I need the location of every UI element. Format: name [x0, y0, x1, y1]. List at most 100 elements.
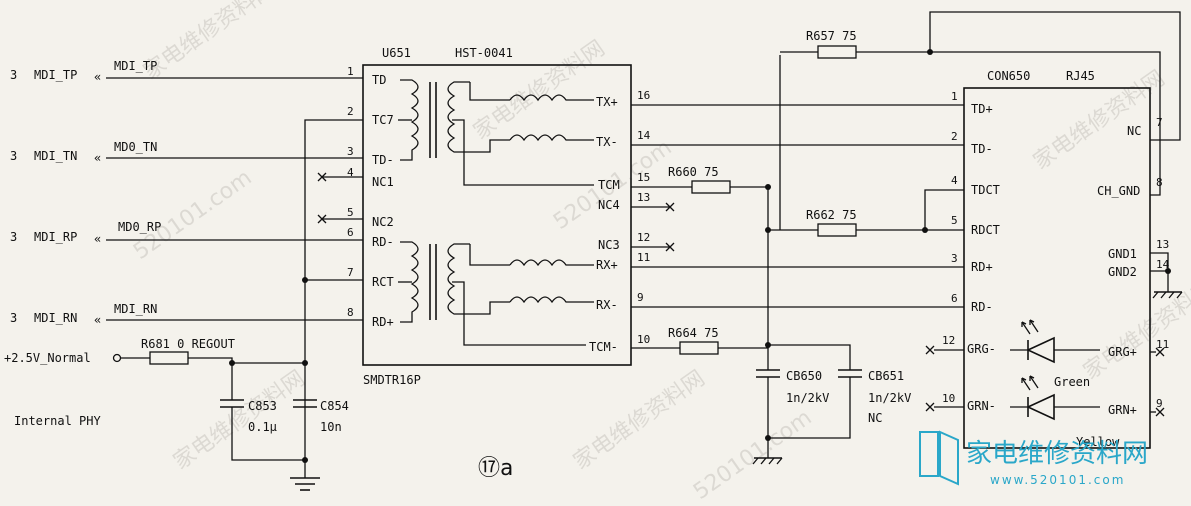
resistor-label: R662 75 — [806, 208, 857, 222]
con-pin-name: TDCT — [971, 183, 1000, 197]
u651-footer: SMDTR16P — [363, 373, 421, 387]
u651-pin-name: NC3 — [598, 238, 620, 252]
secondary-winding-bottom — [447, 243, 470, 315]
no-connect-icon — [317, 172, 327, 182]
u651-pin-name: TX+ — [596, 95, 618, 109]
u651-pin-num: 9 — [637, 291, 644, 304]
cap-note: NC — [868, 411, 882, 425]
net-label: MD0_RP — [118, 220, 161, 234]
led-icon — [1010, 319, 1100, 364]
u651-pin-name: RX+ — [596, 258, 618, 272]
watermark-text: 520101.com — [129, 165, 256, 265]
u651-body — [362, 64, 632, 366]
no-connect-icon — [1155, 407, 1165, 417]
cap-ref: CB650 — [786, 369, 822, 383]
cap-value: 1n/2kV — [786, 391, 829, 405]
nc-marks-left — [317, 172, 363, 224]
resistor-label: R681 0 REGOUT — [141, 337, 235, 351]
con-pin-name: CH_GND — [1097, 184, 1140, 198]
con-pin-name: TD- — [971, 142, 993, 156]
u651-pin-num: 3 — [347, 145, 354, 158]
resistor-label: R660 75 — [668, 165, 719, 179]
u651-ref: U651 — [382, 46, 411, 60]
u651-pin-name: RD+ — [372, 315, 394, 329]
led-icon — [1010, 375, 1100, 421]
con-pin-num: 11 — [1156, 338, 1169, 351]
u651-pin-num: 12 — [637, 231, 650, 244]
u651-pin-name: NC2 — [372, 215, 394, 229]
resistor-r662 — [817, 223, 857, 237]
double-arrow-icon: « — [94, 232, 101, 246]
con-pin-num: 4 — [951, 174, 958, 187]
u651-pin-num: 2 — [347, 105, 354, 118]
resistor-r664 — [679, 341, 719, 355]
resistor-label: R664 75 — [668, 326, 719, 340]
primary-winding-top — [400, 79, 419, 161]
resistor-label: R657 75 — [806, 29, 857, 43]
con-pin-name: RD+ — [971, 260, 993, 274]
net-label: MDI_TP — [114, 59, 157, 73]
con-pin-num: 10 — [942, 392, 955, 405]
supply-section: +2.5V_Normal R681 0 REGOUT Internal PHY … — [4, 337, 349, 491]
supply-label: +2.5V_Normal — [4, 351, 91, 365]
con-pin-num: 14 — [1156, 258, 1170, 271]
con-pin-num: 3 — [951, 252, 958, 265]
cap-value: 0.1μ — [248, 420, 277, 434]
watermark-text: 家电维修资料网 — [169, 366, 310, 475]
u651-pin-name: RCT — [372, 275, 394, 289]
u651-pin-num: 7 — [347, 266, 354, 279]
u651-pin-num: 1 — [347, 65, 354, 78]
u651-pin-name: RX- — [596, 298, 618, 312]
u651-pin-num: 5 — [347, 206, 354, 219]
resistor-r681 — [149, 351, 189, 365]
u651-pin-name: RD- — [372, 235, 394, 249]
con-pin-num: 2 — [951, 130, 958, 143]
port-index: 3 — [10, 311, 17, 325]
u651-part: HST-0041 — [455, 46, 513, 60]
port-index: 3 — [10, 149, 17, 163]
cap-ref: C853 — [248, 399, 277, 413]
cap-ref: C854 — [320, 399, 349, 413]
u651-pin-name: TD- — [372, 153, 394, 167]
book-icon — [919, 430, 959, 486]
resistor-r660 — [691, 180, 731, 194]
double-arrow-icon: « — [94, 313, 101, 327]
ground-icon — [290, 460, 320, 491]
port-name: MDI_RP — [34, 230, 77, 244]
no-connect-icon — [925, 345, 935, 355]
con650-body — [963, 87, 1151, 449]
con-pin-name: GRG+ — [1108, 345, 1137, 359]
u651-pin-num: 16 — [637, 89, 650, 102]
u651-pin-num: 4 — [347, 166, 354, 179]
site-logo: 家电维修资料网 www.520101.com — [919, 430, 1148, 487]
port-name: MDI_TN — [34, 149, 77, 163]
net-label: MDI_RN — [114, 302, 157, 316]
resistor-r657 — [817, 45, 857, 59]
port-index: 3 — [10, 230, 17, 244]
u651-pin-num: 6 — [347, 226, 354, 239]
con-pin-name: GRG- — [967, 342, 996, 356]
net-label: MD0_TN — [114, 140, 157, 154]
con-pin-num: 5 — [951, 214, 958, 227]
u651-pin-num: 13 — [637, 191, 650, 204]
cap-value: 1n/2kV — [868, 391, 911, 405]
u651-pin-num: 8 — [347, 306, 354, 319]
mdi-ports: 3 MDI_TP « MDI_TP 3 MDI_TN « MD0_TN 3 MD… — [10, 59, 363, 327]
cap-value: 10n — [320, 420, 342, 434]
logo-url: www.520101.com — [990, 473, 1125, 487]
led-label: Yellow — [1076, 435, 1120, 449]
primary-winding-bottom — [400, 241, 419, 323]
ground-icon — [752, 438, 783, 465]
no-connect-icon — [665, 242, 675, 252]
cap-ref: CB651 — [868, 369, 904, 383]
watermark-text: 家电维修资料网 — [569, 366, 710, 475]
u651-pin-num: 15 — [637, 171, 650, 184]
watermark-layer: 家电维修资料网 520101.com 家电维修资料网 家电维修资料网 52010… — [129, 0, 1191, 505]
double-arrow-icon: « — [94, 151, 101, 165]
u651-pin-num: 11 — [637, 251, 650, 264]
con650-rj45: CON650 RJ45 TD+ TD- TDCT RDCT RD+ RD- GR… — [925, 69, 1183, 449]
figure-label: ⑰a — [478, 456, 513, 481]
u651-pin-name: TD — [372, 73, 386, 87]
internal-phy-label: Internal PHY — [14, 414, 101, 428]
